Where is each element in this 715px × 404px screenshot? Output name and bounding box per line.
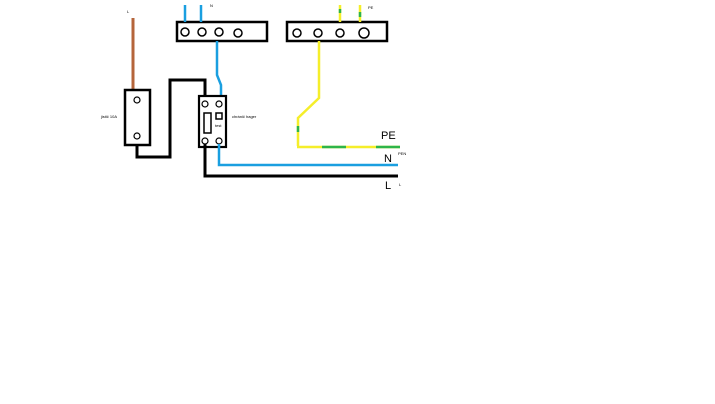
pe-bar-marker: PE (368, 5, 374, 10)
neutral-terminal-4 (233, 28, 243, 38)
pe-line-label: PE (381, 130, 396, 142)
rcd-terminal-top-right (215, 100, 223, 108)
n-bar-marker: N (210, 3, 213, 8)
rcd-test-label: test (215, 123, 222, 128)
pe-down-wire (296, 41, 321, 146)
rcd-terminal-bottom-left (201, 137, 209, 145)
pe-terminal-4 (358, 27, 370, 39)
neutral-terminal-2 (197, 27, 207, 37)
l-line-label: L (385, 180, 391, 192)
n-line-label: N (384, 153, 392, 165)
l-small-marker: L (399, 182, 402, 187)
breaker-terminal-top (133, 96, 141, 104)
fuse-label: jistič 10A (100, 114, 117, 119)
pe-terminal-3 (335, 28, 345, 38)
pen-marker: PEN (398, 151, 406, 156)
rcd-label: chránič hager (232, 114, 257, 119)
breaker-terminal-bottom (133, 132, 141, 140)
top-l-marker: L (127, 9, 130, 14)
rcd-terminal-top-left (201, 100, 209, 108)
pe-terminal-2 (313, 28, 323, 38)
neutral-terminal-3 (214, 27, 224, 37)
rcd-test-button (215, 112, 223, 120)
fuse-to-rcd-wire (135, 78, 207, 159)
pe-terminal-1 (292, 28, 302, 38)
rcd-lever (203, 112, 212, 134)
rcd-terminal-bottom-right (215, 137, 223, 145)
neutral-to-rcd-wire (215, 41, 223, 98)
neutral-terminal-1 (180, 27, 190, 37)
neutral-output-wire (217, 144, 398, 167)
phase-output-wire (203, 144, 398, 178)
